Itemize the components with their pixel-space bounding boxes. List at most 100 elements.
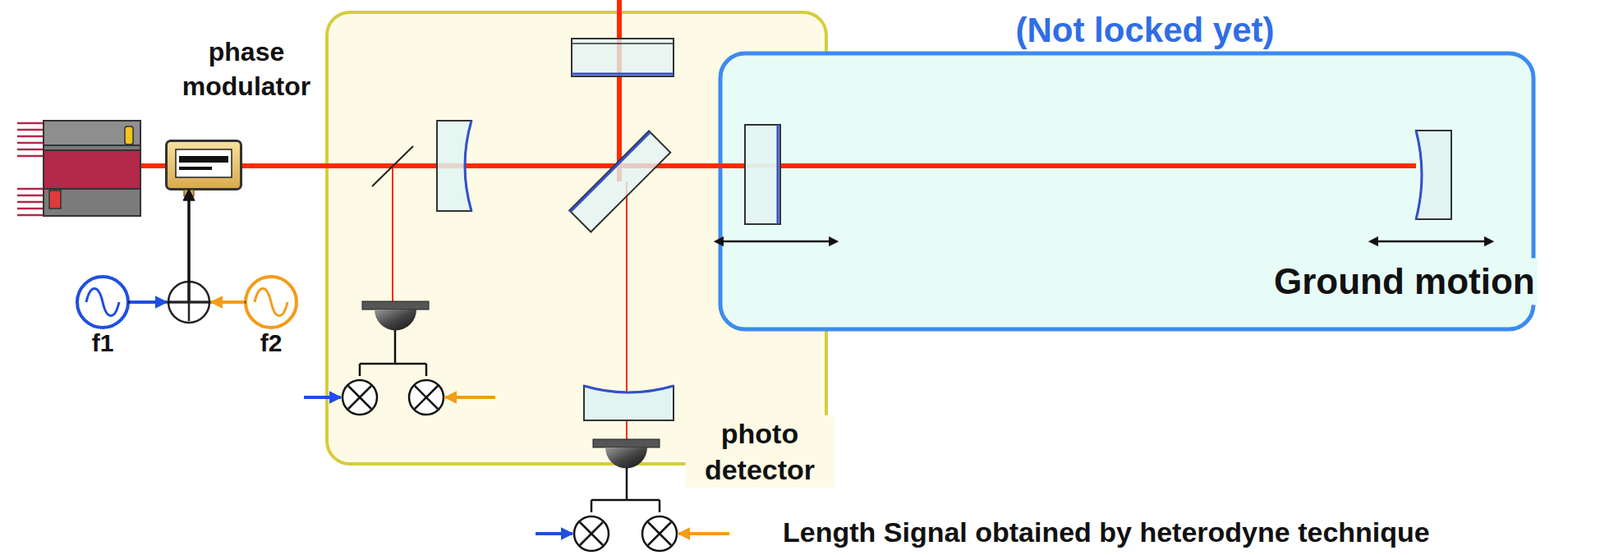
phase-modulator-device [179,166,212,171]
oscillator-f2: f2 [245,276,297,328]
adder-symbol [168,281,210,323]
photo-detector-symbol [394,330,397,364]
photo-detector-symbol [358,363,362,377]
detector-label: photo detector [685,415,835,488]
laser-pins [17,128,44,132]
mixer-symbol [642,516,677,552]
end-mirror [1416,130,1452,220]
oscillator-f1 [77,276,129,328]
detector-lens [583,386,674,421]
recycling-mirror [436,120,472,212]
laser-beam [391,165,394,304]
reference-arrows [211,300,245,304]
status-heading: (Not locked yet) [1015,8,1274,54]
beam-splitter [569,130,671,232]
reference-arrows [303,395,341,400]
motion-arrow [1377,240,1486,244]
laser-pins [17,123,44,216]
laser-source [17,120,141,217]
arm-cavity: (Not locked yet)Ground motion [720,53,1534,330]
phase-modulator: phase modulator [165,140,242,190]
mixer-symbol [409,380,444,415]
mixer-symbol [348,386,372,410]
mixer-symbol [642,516,677,552]
photo-detector-symbol [425,363,428,377]
photo-detector-symbol [593,439,660,448]
laser-source [43,120,141,217]
oscillator-f1: f1 [77,276,129,328]
oscillator-f2 [245,276,297,328]
oscillator-f1 [86,289,120,317]
top-mirror [571,38,674,77]
phase-modulator-device [179,156,229,163]
laser-source [49,190,61,209]
oscillator-f1 [77,276,129,328]
recycling-mirror [436,120,472,212]
photo-detector-symbol [591,499,660,502]
motion-label: Ground motion [1271,257,1538,305]
laser-pins [17,155,44,158]
adder-symbol [168,281,210,323]
photo-detector-symbol [359,301,429,377]
mixer-symbol [574,516,609,552]
laser-beam [780,163,1417,169]
reference-arrows [129,302,730,534]
laser-pins [17,201,44,204]
photo-detector-symbol [374,309,417,332]
photo-detector-symbol [362,301,429,310]
reference-arrows [535,532,573,536]
laser-pins [17,214,44,217]
laser-pins [17,194,44,198]
mixer-symbol [648,522,672,546]
photo-detector-symbol [591,439,660,513]
input-mirror [777,124,780,225]
signal-note: Length Signal obtained by heterodyne tec… [782,514,1430,551]
laser-pins [17,207,44,211]
photo-detector-symbol [658,500,662,513]
oscillator-f2 [245,276,297,328]
mixer-symbol [579,522,603,546]
end-mirror [1416,130,1452,220]
end-mirror [1416,130,1422,220]
mixer-symbol [414,386,438,410]
laser-beam [616,0,622,182]
phase-modulator-device [165,140,242,190]
laser-beam [140,0,1417,442]
mixer-symbol [342,380,378,415]
mixer-symbol [342,380,677,552]
mixer-symbol [574,516,609,552]
top-mirror [571,42,674,45]
oscillator-f2 [254,289,288,317]
input-mirror [744,124,781,225]
mixer-symbol [342,380,378,415]
edge-group [128,189,246,303]
input-mirror [744,124,781,225]
laser-pins [17,122,44,125]
frequency-label: f1 [91,326,115,359]
device-label: phase modulator [164,35,329,104]
frequency-label: f2 [260,326,283,359]
photo-detector-symbol [625,468,629,501]
signal-connector [128,189,189,303]
laser-pins [17,135,44,138]
top-mirror [571,38,674,77]
reference-arrows [678,532,730,536]
laser-pins [17,188,44,191]
laser-pins [17,142,44,145]
phase-modulator-device [165,140,242,197]
photo-detector-symbol [590,500,594,513]
reference-arrows [445,395,496,400]
detector-lens [583,386,674,393]
beam-splitter [569,130,671,232]
laser-source [124,126,134,145]
photo-detector-symbol [605,447,648,469]
adder-plus [170,283,208,322]
beam-splitter [570,132,651,212]
phase-modulator-device [175,149,232,178]
top-mirror [571,73,674,76]
detector-lens [583,386,674,421]
laser-pins [17,148,44,152]
laser-source [43,150,141,189]
laser-source [43,120,141,146]
